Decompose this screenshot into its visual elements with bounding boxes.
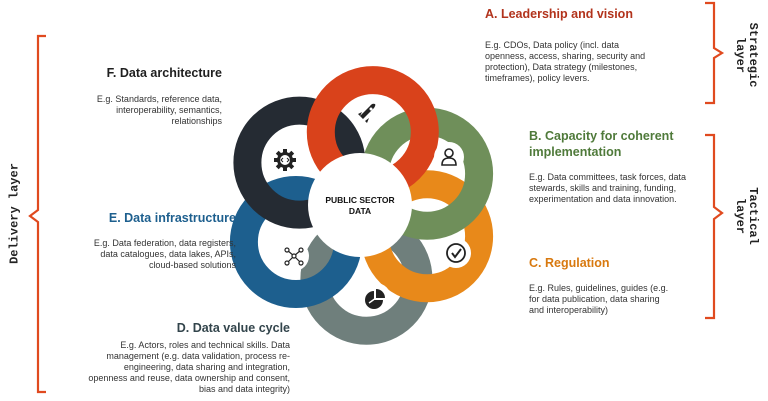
section-d-desc-line: bias and data integrity) — [198, 384, 290, 394]
section-a-title: A. Leadership and vision — [485, 7, 633, 21]
tactical-layer-label: Tactical layer — [733, 176, 760, 256]
section-b-desc: E.g. Data committees, task forces, data … — [529, 172, 709, 205]
section-c-title: C. Regulation — [529, 256, 610, 270]
section-f-desc-line: relationships — [171, 116, 222, 126]
section-a-desc-line: timeframes), policy levers. — [485, 73, 590, 83]
section-c-desc: E.g. Rules, guidelines, guides (e.g. for… — [529, 283, 709, 316]
section-d-desc-line: openness and reuse, data ownership and c… — [88, 373, 290, 383]
section-f-desc-line: E.g. Standards, reference data, — [96, 94, 222, 104]
center-label-line2: DATA — [349, 206, 371, 216]
section-f-desc: E.g. Standards, reference data, interope… — [60, 94, 222, 127]
section-a-desc-line: E.g. CDOs, Data policy (incl. data — [485, 40, 620, 50]
section-e-desc-line: data catalogues, data lakes, APIs, — [100, 249, 236, 259]
section-a-desc: E.g. CDOs, Data policy (incl. data openn… — [485, 40, 700, 84]
section-a-desc-line: protection), Data strategy (milestones, — [485, 62, 638, 72]
strategic-bracket — [705, 1, 725, 105]
pie-chart-icon — [361, 283, 391, 313]
rocket-icon — [353, 98, 383, 128]
section-d-title: D. Data value cycle — [176, 321, 290, 335]
section-a-desc-line: openness, access, sharing, security and — [485, 51, 646, 61]
section-e-desc: E.g. Data federation, data registers, da… — [50, 238, 236, 271]
section-f-desc-line: interoperability, semantics, — [116, 105, 222, 115]
section-b-desc-line: E.g. Data committees, task forces, data — [529, 172, 687, 182]
section-d-desc-line: E.g. Actors, roles and technical skills.… — [120, 340, 290, 350]
strategic-layer-label-line: layer — [733, 36, 747, 73]
section-c-desc-line: and interoperability) — [529, 305, 609, 315]
user-icon — [434, 142, 464, 172]
section-b-title-line: implementation — [529, 145, 622, 159]
section-d-desc-line: engineering, data sharing and integratio… — [123, 362, 290, 372]
strategic-layer-label-line: Strategic — [746, 22, 760, 88]
section-b-desc-line: stewards, skills and training, funding, — [529, 183, 677, 193]
tactical-layer-label-line: layer — [733, 197, 747, 234]
strategic-layer-label: Strategic layer — [733, 15, 760, 95]
center-label-line1: PUBLIC SECTOR — [325, 195, 394, 205]
section-b-title-line: B. Capacity for coherent — [529, 129, 674, 143]
checkmark-circle-icon — [441, 238, 471, 268]
delivery-bracket — [28, 34, 46, 394]
center-hub — [308, 153, 412, 257]
section-d-desc-line: management (e.g. data validation, proces… — [106, 351, 290, 361]
section-e-desc-line: cloud-based solutions — [148, 260, 236, 270]
tactical-layer-label-line: Tactical — [746, 187, 760, 245]
section-e-desc-line: E.g. Data federation, data registers, — [93, 238, 236, 248]
section-b-desc-line: experimentation and data innovation. — [529, 194, 677, 204]
section-f-title: F. Data architecture — [106, 66, 222, 80]
network-icon — [279, 241, 309, 271]
section-b-title: B. Capacity for coherent implementation — [529, 128, 673, 160]
tactical-bracket — [705, 133, 724, 320]
gear-code-icon — [270, 145, 300, 175]
section-d-desc: E.g. Actors, roles and technical skills.… — [50, 340, 290, 395]
section-c-desc-line: E.g. Rules, guidelines, guides (e.g. — [529, 283, 669, 293]
section-c-desc-line: for data publication, data sharing — [529, 294, 660, 304]
section-e-title: E. Data infrastructure — [108, 211, 236, 225]
delivery-layer-label: Delivery layer — [7, 163, 22, 264]
